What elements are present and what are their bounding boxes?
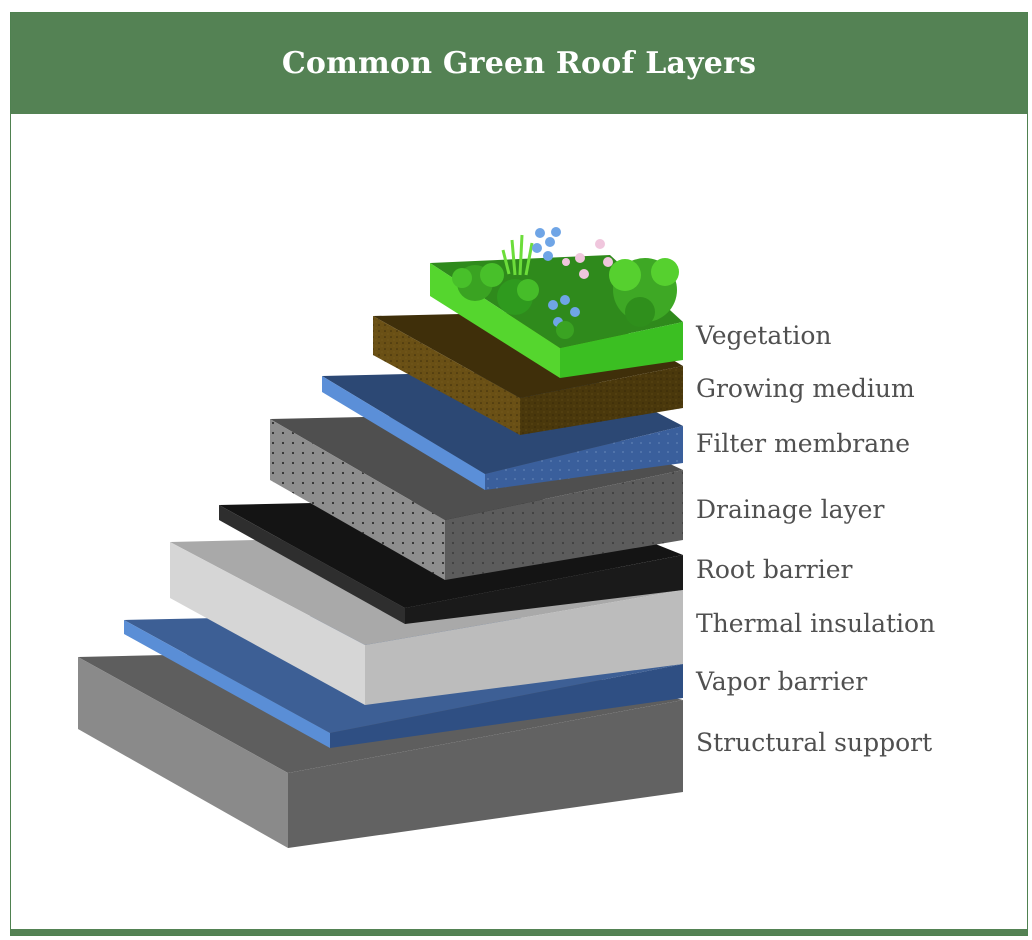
label-growing-medium: Growing medium <box>696 374 915 403</box>
label-vegetation: Vegetation <box>695 321 832 350</box>
plants-icon <box>452 227 679 339</box>
bottom-bar <box>11 929 1027 935</box>
diagram-title: Common Green Roof Layers <box>281 46 757 81</box>
label-filter-membrane: Filter membrane <box>696 429 910 458</box>
header-bar: Common Green Roof Layers <box>11 13 1027 114</box>
label-thermal-insulation: Thermal insulation <box>696 609 935 638</box>
label-root-barrier: Root barrier <box>696 555 853 584</box>
label-vapor-barrier: Vapor barrier <box>695 667 867 696</box>
label-structural-support: Structural support <box>696 728 932 757</box>
label-drainage-layer: Drainage layer <box>696 495 884 524</box>
